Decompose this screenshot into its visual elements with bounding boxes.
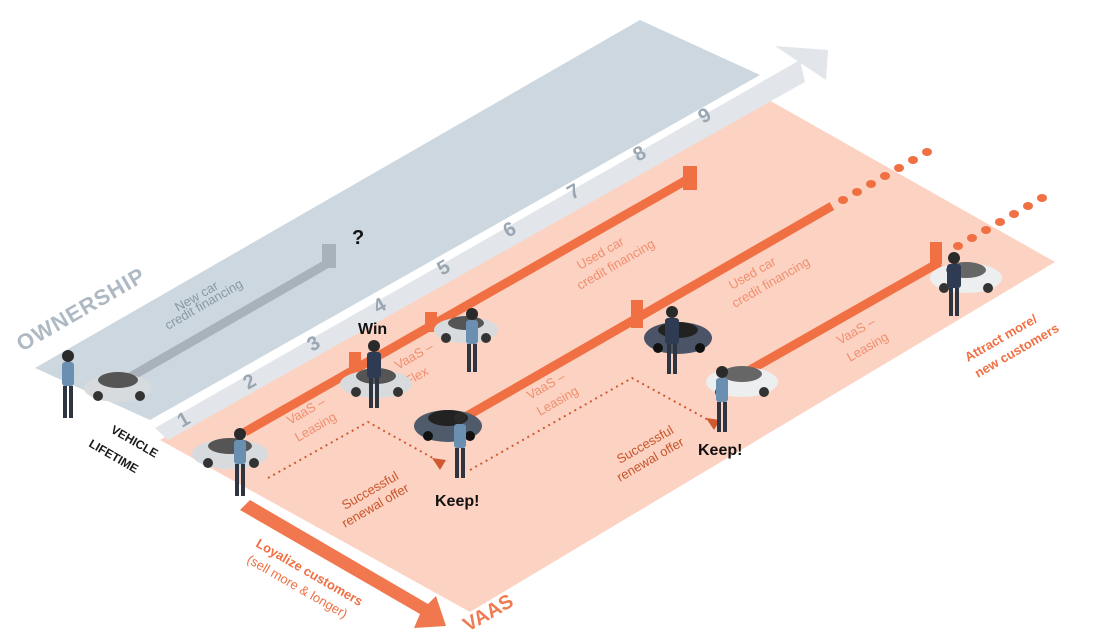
- person-icon: [62, 350, 74, 418]
- track1-bar: [242, 174, 693, 436]
- car-icon: [414, 410, 482, 442]
- track3-dots-icon: [953, 194, 1047, 250]
- renewal-arrow-1-head-icon: [432, 458, 446, 470]
- person-icon: [716, 366, 728, 432]
- keep-label-2: Keep!: [698, 442, 742, 459]
- track1-step-2: [425, 312, 437, 332]
- renewal-arrow-1: [267, 420, 441, 479]
- loyalize-arrow-icon: [240, 500, 446, 628]
- track3-bar: [747, 258, 943, 374]
- car-icon: [84, 372, 152, 402]
- track2-dots-icon: [838, 148, 932, 204]
- renewal-arrow-2: [469, 376, 713, 471]
- track3-step: [930, 242, 942, 264]
- new-car-bar: [122, 258, 333, 384]
- renewal-arrow-2-head-icon: [706, 418, 720, 430]
- timeline-band: [155, 60, 805, 440]
- new-car-bar-end: [322, 244, 336, 268]
- question-mark: ?: [352, 227, 364, 249]
- track1-step-1: [349, 352, 361, 372]
- track2-step: [631, 300, 643, 328]
- person-icon: [466, 308, 478, 372]
- win-label: Win: [358, 321, 387, 338]
- person-icon: [234, 428, 246, 496]
- vaas-plane: [160, 95, 1055, 612]
- person-icon: [367, 340, 381, 408]
- person-icon: [665, 306, 679, 374]
- track2-bar: [457, 202, 835, 424]
- ownership-plane: [35, 20, 760, 420]
- track1-end: [683, 166, 697, 190]
- timeline-arrow-head-icon: [775, 46, 828, 80]
- person-icon: [454, 412, 466, 478]
- keep-label-1: Keep!: [435, 493, 479, 510]
- person-icon: [947, 252, 961, 316]
